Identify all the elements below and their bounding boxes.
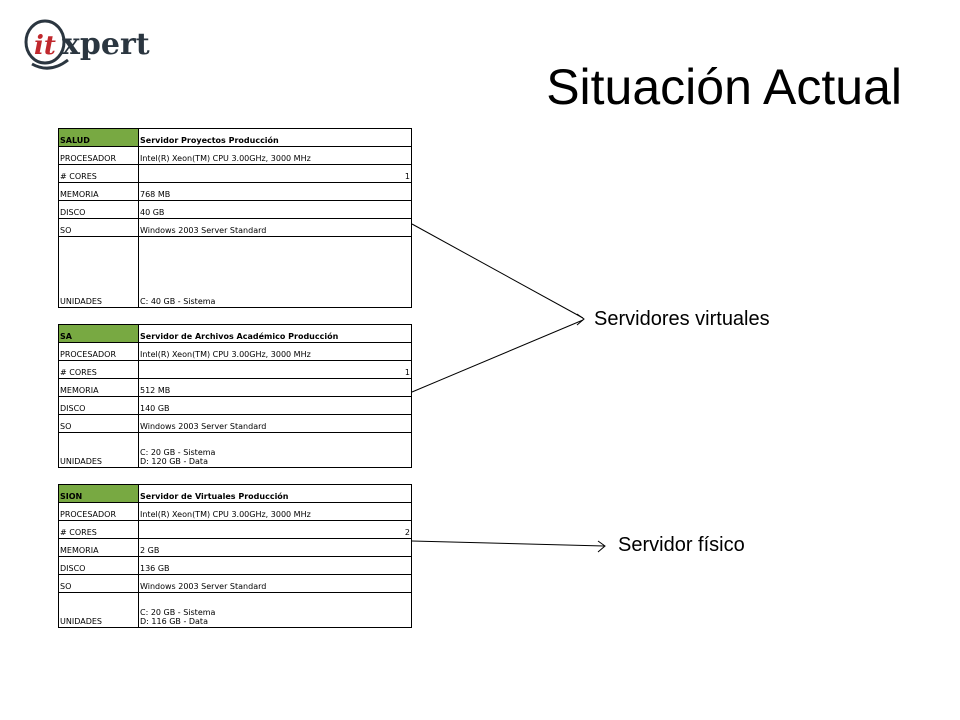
drive-line: C: 20 GB - Sistema: [140, 448, 216, 457]
server-code: SION: [58, 484, 139, 503]
table-row: PROCESADOR Intel(R) Xeon(TM) CPU 3.00GHz…: [58, 502, 412, 521]
arrowhead-virtual-icon: [576, 313, 585, 326]
arrow-line-salud: [411, 223, 584, 319]
drive-line: D: 116 GB - Data: [140, 617, 208, 626]
table-row: MEMORIA 768 MB: [58, 182, 412, 201]
table-row: DISCO 136 GB: [58, 556, 412, 575]
logo-swoosh: [31, 58, 69, 70]
table-row: MEMORIA 2 GB: [58, 538, 412, 557]
row-value: C: 20 GB - Sistema D: 116 GB - Data: [138, 592, 412, 628]
arrow-line-sion: [411, 540, 605, 547]
logo-it: it: [34, 31, 56, 61]
table-header-row: SA Servidor de Archivos Académico Produc…: [58, 324, 412, 343]
arrowhead-physical-icon: [597, 540, 606, 553]
server-table-sion: SION Servidor de Virtuales Producción PR…: [58, 484, 412, 628]
server-table-salud: SALUD Servidor Proyectos Producción PROC…: [58, 128, 412, 308]
callout-physical-server: Servidor físico: [618, 534, 745, 556]
row-label: UNIDADES: [58, 236, 139, 308]
logo-ring: [24, 19, 66, 65]
page-title: Situación Actual: [546, 59, 902, 115]
table-row: # CORES 1: [58, 164, 412, 183]
row-value: 2 GB: [138, 538, 412, 557]
row-value: C: 20 GB - Sistema D: 120 GB - Data: [138, 432, 412, 468]
table-row: PROCESADOR Intel(R) Xeon(TM) CPU 3.00GHz…: [58, 146, 412, 165]
logo-xpert: xpert: [62, 27, 150, 62]
drive-line: D: 120 GB - Data: [140, 457, 208, 466]
table-row: UNIDADES C: 20 GB - Sistema D: 120 GB - …: [58, 432, 412, 468]
table-row: DISCO 40 GB: [58, 200, 412, 219]
table-header-row: SION Servidor de Virtuales Producción: [58, 484, 412, 503]
table-row: UNIDADES C: 40 GB - Sistema: [58, 236, 412, 308]
itxpert-logo: it xpert: [24, 19, 150, 70]
server-table-sa: SA Servidor de Archivos Académico Produc…: [58, 324, 412, 468]
callout-virtual-servers: Servidores virtuales: [594, 308, 770, 330]
server-code: SA: [58, 324, 139, 343]
row-value: C: 40 GB - Sistema: [138, 236, 412, 308]
table-row: UNIDADES C: 20 GB - Sistema D: 116 GB - …: [58, 592, 412, 628]
drive-line: C: 20 GB - Sistema: [140, 608, 216, 617]
arrow-line-sa: [411, 319, 584, 393]
